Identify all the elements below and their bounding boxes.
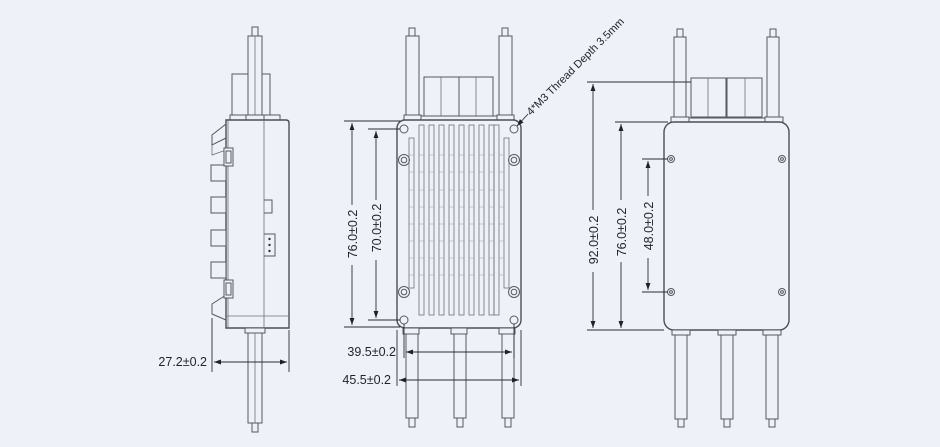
dim-back-total-length: 92.0±0.2 xyxy=(585,81,691,331)
dim-side-width: 27.2±0.2 xyxy=(158,318,290,372)
dim-heatsink-height-outer: 76.0±0.2 xyxy=(344,120,400,328)
dim-back-body-height: 76.0±0.2 xyxy=(613,121,668,328)
heatsink-fins xyxy=(408,124,510,316)
side-bottom-wire xyxy=(244,327,266,433)
label-side-width: 27.2±0.2 xyxy=(158,355,207,369)
heatsink-view: 76.0±0.2 70.0±0.2 39.5±0.2 45.5±0.2 4*M3… xyxy=(342,16,627,428)
side-mount-tab-lower xyxy=(223,279,234,299)
back-mount-hole-icon xyxy=(667,155,786,296)
mount-boss-icon xyxy=(398,154,520,298)
label-back-hole-spacing: 48.0±0.2 xyxy=(642,202,656,251)
label-back-total-length: 92.0±0.2 xyxy=(587,216,601,265)
side-body xyxy=(210,119,290,329)
back-view: 92.0±0.2 76.0±0.2 48.0±0.2 xyxy=(585,28,790,428)
thread-note-leader: 4*M3 Thread Depth 3.5mm xyxy=(516,16,627,127)
side-view: 27.2±0.2 xyxy=(158,26,290,433)
label-heatsink-width: 45.5±0.2 xyxy=(342,373,391,387)
dim-heatsink-height-inner: 70.0±0.2 xyxy=(368,128,400,321)
dim-heatsink-hole-spacing: 39.5±0.2 xyxy=(347,324,515,359)
side-mount-tab-upper xyxy=(223,147,234,167)
label-heatsink-height-outer: 76.0±0.2 xyxy=(346,210,360,259)
thread-hole-icon xyxy=(509,124,519,134)
back-top-wires xyxy=(670,28,784,123)
label-thread-note: 4*M3 Thread Depth 3.5mm xyxy=(525,16,627,118)
dim-back-hole-spacing: 48.0±0.2 xyxy=(640,158,668,293)
back-bottom-wires xyxy=(671,329,782,428)
dim-heatsink-width: 45.5±0.2 xyxy=(342,330,522,387)
side-signal-connector xyxy=(264,233,276,257)
label-heatsink-hole-spacing: 39.5±0.2 xyxy=(347,345,396,359)
heatsink-top-wires xyxy=(403,27,515,121)
label-heatsink-height-inner: 70.0±0.2 xyxy=(370,204,384,253)
back-plate xyxy=(663,121,790,331)
heatsink-bottom-wires xyxy=(402,327,516,428)
label-back-body-height: 76.0±0.2 xyxy=(615,208,629,257)
